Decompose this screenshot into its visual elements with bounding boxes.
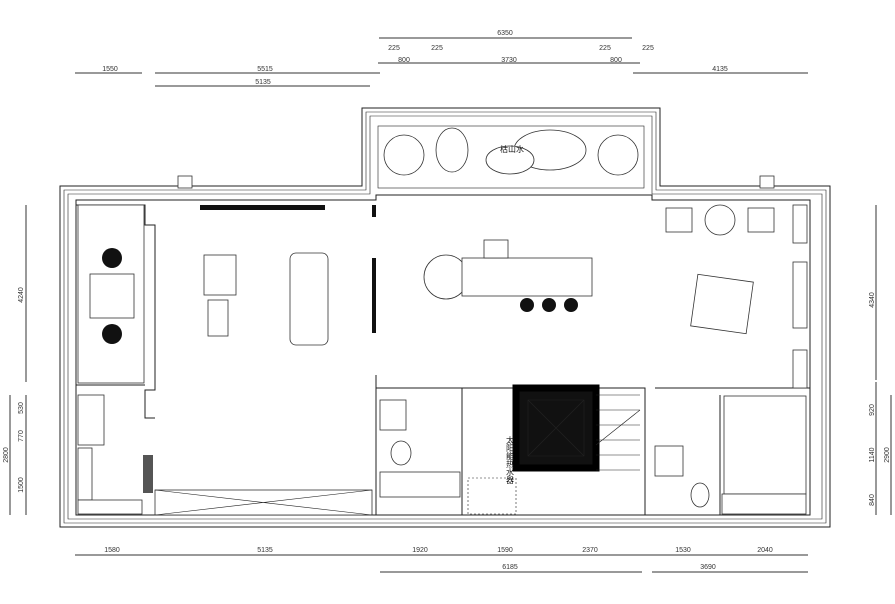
dim-label: 4135 bbox=[712, 66, 728, 73]
washbasin-icon bbox=[654, 445, 684, 477]
cabinet-icon bbox=[792, 261, 808, 329]
exercise-machine-icon bbox=[203, 254, 237, 296]
rock-ripple-icon bbox=[485, 145, 535, 175]
tatami-icon bbox=[723, 395, 807, 495]
dim-label: 1580 bbox=[104, 547, 120, 554]
dim-label: 2800 bbox=[3, 447, 10, 463]
cabinet-icon bbox=[77, 394, 105, 446]
toilet-icon bbox=[390, 440, 412, 466]
dim-label: 2370 bbox=[582, 547, 598, 554]
bottom-dimensions: 1580 5135 1920 1590 2370 1530 2040 6185 … bbox=[75, 547, 808, 573]
bar-stool-icon bbox=[564, 298, 578, 312]
tree-icon bbox=[597, 134, 639, 176]
dim-label: 920 bbox=[869, 404, 876, 416]
dim-label: 770 bbox=[18, 430, 25, 442]
furniture bbox=[77, 204, 808, 515]
sink-icon bbox=[483, 239, 509, 259]
water-heater: 太阳能热水器 bbox=[467, 435, 517, 515]
dim-label: 3730 bbox=[501, 57, 517, 64]
dim-label: 1500 bbox=[18, 477, 25, 493]
dim-label: 225 bbox=[642, 45, 654, 52]
dim-label: 2040 bbox=[757, 547, 773, 554]
dim-label: 6185 bbox=[502, 564, 518, 571]
cabinet-icon bbox=[792, 204, 808, 244]
dim-label: 6350 bbox=[497, 30, 513, 37]
tree-icon bbox=[383, 134, 425, 176]
dim-label: 5515 bbox=[257, 66, 273, 73]
speaker-icon bbox=[102, 324, 122, 344]
dim-label: 800 bbox=[398, 57, 410, 64]
equipment-box bbox=[89, 273, 135, 319]
washbasin-icon bbox=[379, 399, 407, 431]
dim-label: 840 bbox=[869, 494, 876, 506]
armchair-icon bbox=[747, 207, 775, 233]
treadmill-icon bbox=[289, 252, 329, 346]
dim-label: 2900 bbox=[884, 447, 891, 463]
bench-icon bbox=[207, 299, 229, 337]
dim-label: 800 bbox=[610, 57, 622, 64]
water-heater-label: 太阳能热水器 bbox=[506, 435, 515, 485]
dim-label: 225 bbox=[431, 45, 443, 52]
cabinet-icon bbox=[77, 499, 143, 515]
top-dimensions: 6350 1550 5515 5135 225 225 225 225 800 … bbox=[75, 30, 808, 87]
bar-stool-icon bbox=[520, 298, 534, 312]
mahjong-table-icon bbox=[690, 273, 754, 335]
toilet-icon bbox=[690, 482, 710, 508]
dim-label: 1530 bbox=[675, 547, 691, 554]
dim-label: 225 bbox=[388, 45, 400, 52]
right-dimensions: 4340 920 1140 840 2900 bbox=[869, 205, 892, 515]
dim-label: 1140 bbox=[869, 447, 876, 462]
dim-label: 5135 bbox=[255, 79, 271, 86]
speaker-icon bbox=[102, 248, 122, 268]
dim-label: 1920 bbox=[412, 547, 428, 554]
side-table-icon bbox=[704, 204, 736, 236]
dim-label: 5135 bbox=[257, 547, 273, 554]
dry-garden-label: 枯山水 bbox=[500, 144, 524, 154]
cabinet-icon bbox=[792, 349, 808, 389]
plant-icon bbox=[423, 254, 469, 300]
dry-garden: 枯山水 bbox=[377, 125, 645, 189]
dim-label: 4240 bbox=[18, 287, 25, 303]
storage-cabinet bbox=[379, 471, 461, 498]
dim-label: 530 bbox=[18, 402, 25, 414]
wardrobe-icon bbox=[721, 493, 807, 515]
bar-stool-icon bbox=[542, 298, 556, 312]
rock-ripple-icon bbox=[435, 127, 469, 173]
dim-label: 1550 bbox=[102, 66, 118, 73]
armchair-icon bbox=[665, 207, 693, 233]
left-dimensions: 4240 530 770 1500 2800 bbox=[3, 205, 27, 515]
dim-label: 4340 bbox=[869, 292, 876, 308]
dim-label: 1590 bbox=[497, 547, 513, 554]
cabinet-icon bbox=[77, 447, 93, 501]
interior-walls bbox=[76, 204, 810, 516]
bar-counter bbox=[461, 257, 593, 297]
dim-label: 3690 bbox=[700, 564, 716, 571]
dim-label: 225 bbox=[599, 45, 611, 52]
